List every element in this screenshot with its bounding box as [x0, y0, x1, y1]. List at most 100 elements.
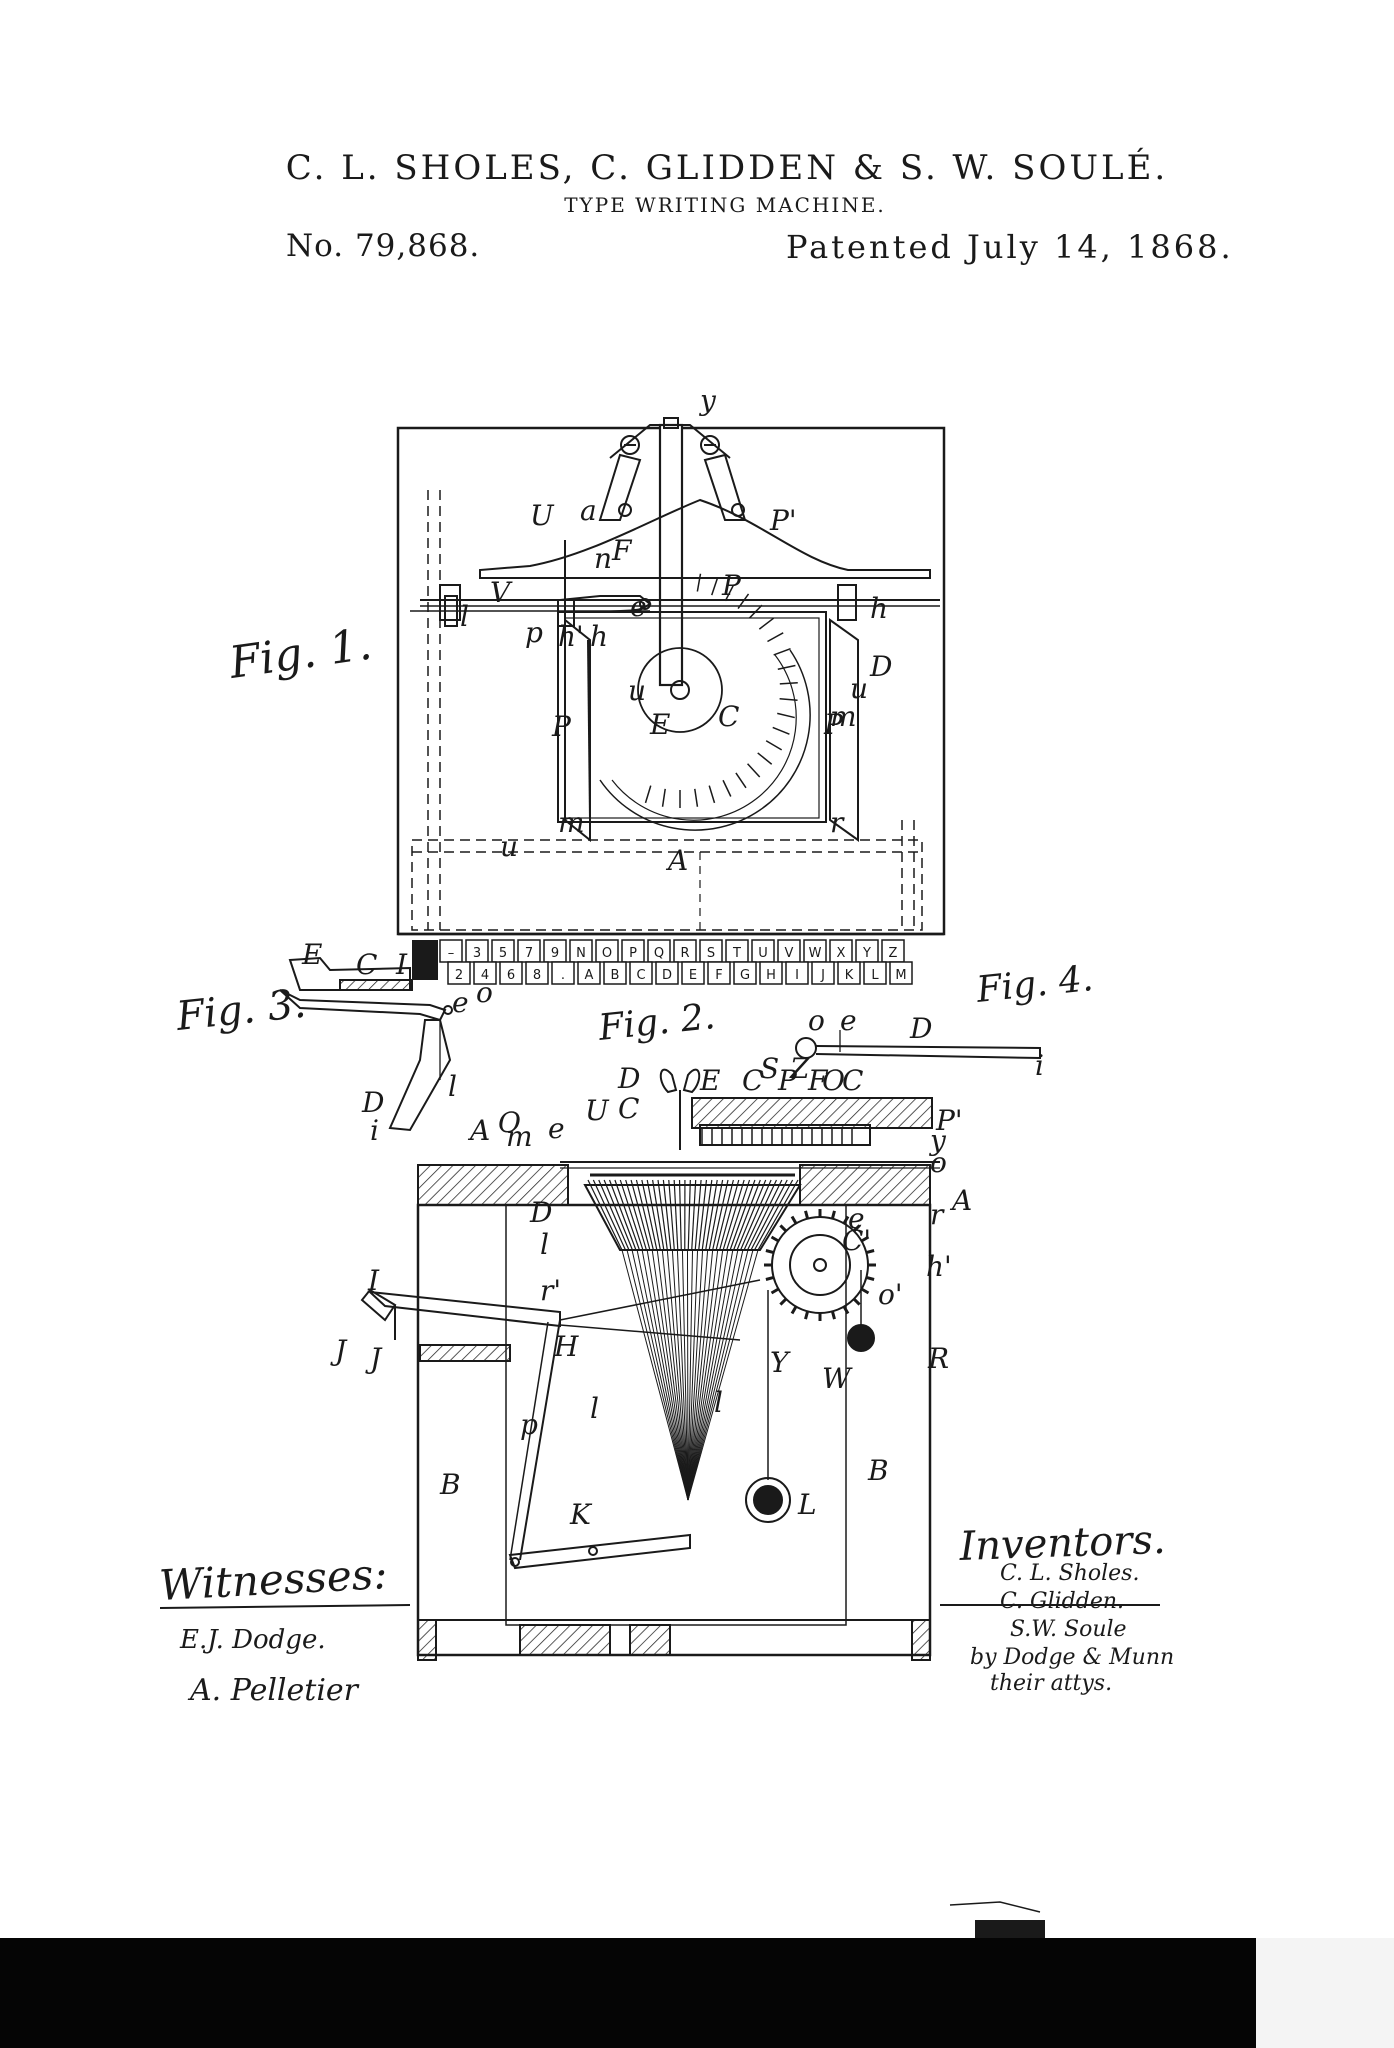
type-bar: [630, 1179, 651, 1251]
type-bar: [753, 1179, 794, 1251]
string-line: [651, 1249, 689, 1501]
key-upper-label: P: [629, 946, 637, 961]
key-upper-label: N: [576, 946, 586, 961]
inventor-1: C. L. Sholes.: [1000, 1561, 1139, 1586]
key-lower: [863, 961, 887, 985]
type-segment: [777, 664, 796, 670]
fig1-ref-letter: m: [830, 700, 857, 733]
attorneys-2: their attys.: [990, 1671, 1112, 1696]
key-lower-label: L: [871, 968, 879, 983]
key-lower: [577, 961, 601, 985]
type-bar: [652, 1179, 665, 1251]
fig3-ref-letter: D: [361, 1086, 384, 1119]
type-bar: [598, 1179, 630, 1251]
fig3-ref-letter: o: [476, 976, 493, 1009]
fig1-ref-letter: e: [630, 590, 647, 623]
key-lower: [629, 961, 653, 985]
gear-tooth: [804, 1310, 810, 1320]
fig3-ref-letter: e: [452, 986, 469, 1019]
type-segment: [747, 763, 761, 778]
fig1-ref-letter: D: [869, 650, 892, 683]
gear-tooth: [790, 1215, 798, 1225]
inventor-3: S.W. Soule: [1010, 1617, 1127, 1642]
string-line: [559, 1279, 761, 1321]
type-bar: [736, 1179, 767, 1251]
fig4-caption: Fig. 4.: [974, 958, 1095, 1011]
fig2-ref-letter: B: [867, 1454, 889, 1487]
fig2-ref-letter: W: [822, 1362, 853, 1395]
type-segment: [737, 593, 750, 610]
key-lower-label: 6: [507, 968, 515, 983]
gear-tooth: [770, 1287, 780, 1295]
gear-tooth: [790, 1305, 798, 1315]
string-line: [626, 1249, 689, 1501]
fig2-ref-letter: U: [585, 1094, 610, 1127]
type-bar: [657, 1179, 668, 1251]
key-lower: [525, 961, 549, 985]
witnesses-label: Witnesses:: [158, 1549, 389, 1610]
fig2-ref-letter: o': [878, 1278, 903, 1311]
key-lower: [681, 961, 705, 985]
type-segment: [694, 788, 699, 807]
key-lower: [655, 961, 679, 985]
type-segment: [772, 726, 790, 735]
string-line: [636, 1249, 689, 1501]
type-segment: [644, 785, 652, 804]
key-lower: [707, 961, 731, 985]
key-upper-label: 3: [473, 946, 481, 961]
fig1-ref-letter: P: [551, 710, 572, 743]
key-lower-label: 8: [533, 968, 541, 983]
fig1-ref-letter: l: [460, 600, 469, 633]
fig1-ref-letter: h': [558, 620, 584, 653]
type-bar: [701, 1179, 713, 1251]
key-upper-label: W: [809, 946, 822, 961]
fig1-caption: Fig. 1.: [225, 619, 374, 690]
key-upper-label: V: [785, 946, 794, 961]
type-segment: [735, 772, 747, 789]
patent-number: No. 79,868.: [286, 228, 481, 264]
gear-tooth: [865, 1275, 875, 1281]
witness-1: E.J. Dodge.: [179, 1625, 326, 1655]
string-line: [687, 1249, 754, 1501]
type-bar: [705, 1179, 718, 1251]
fig2-comb: [701, 1127, 853, 1145]
type-bar: [687, 1179, 691, 1251]
type-segment: [779, 682, 798, 685]
key-upper-label: Z: [889, 946, 898, 961]
type-segment: [765, 740, 783, 751]
fig2-ref-letter: A: [467, 1114, 490, 1147]
type-bar: [641, 1179, 658, 1251]
fig1-ref-letter: p: [525, 616, 543, 649]
type-bar: [722, 1179, 745, 1251]
string-line: [687, 1249, 694, 1501]
gear-tooth: [860, 1235, 870, 1243]
fig2-ref-letter: r: [930, 1198, 945, 1231]
key-lower-label: H: [766, 968, 776, 983]
fig1-ref-letter: P': [769, 504, 797, 537]
inventor-2: C. Glidden.: [1000, 1589, 1124, 1614]
witness-2: A. Pelletier: [187, 1673, 360, 1708]
fig2-ref-letter: h': [926, 1250, 952, 1283]
key-upper-label: 9: [551, 946, 559, 961]
fig1-ref-letter: P: [721, 569, 742, 602]
gear-tooth: [830, 1310, 836, 1320]
fig1-ref-letter: V: [490, 576, 513, 609]
key-upper-label: O: [602, 946, 612, 961]
string-line: [641, 1249, 689, 1501]
string-line: [666, 1249, 689, 1501]
type-segment: [708, 785, 716, 804]
fig1-ref-letter: h: [870, 592, 888, 625]
fig2-ref-letter: P': [935, 1104, 963, 1137]
type-bar: [668, 1179, 675, 1251]
fig1-type-segments: [644, 573, 798, 808]
key-lower: [889, 961, 913, 985]
fig4-ref-letter: i: [1035, 1049, 1044, 1082]
string-line: [687, 1249, 729, 1501]
key-lower-label: C: [636, 968, 645, 983]
type-segment: [711, 577, 719, 596]
string-line: [676, 1249, 689, 1501]
string-line: [671, 1249, 689, 1501]
type-segment: [767, 632, 784, 643]
string-line: [656, 1249, 689, 1501]
